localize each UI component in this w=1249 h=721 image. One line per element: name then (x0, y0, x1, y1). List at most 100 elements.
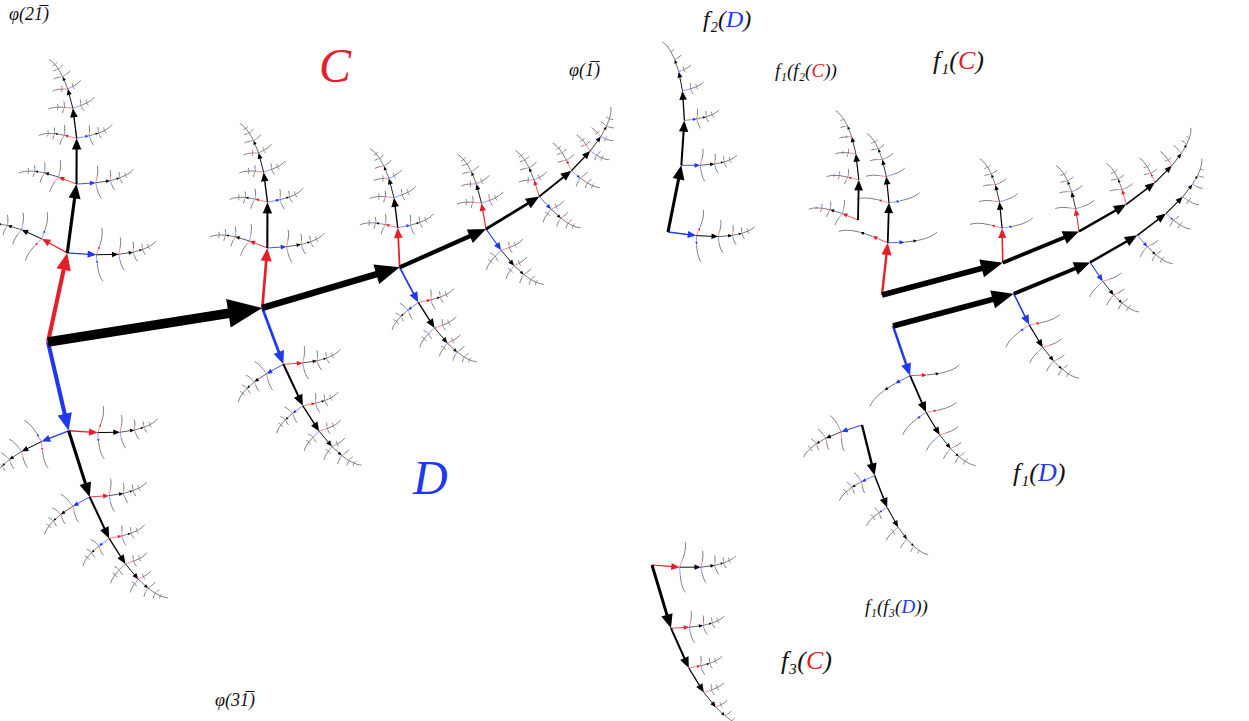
fractal-arrow (77, 520, 78, 522)
fractal-arrow (137, 437, 138, 439)
fractal-arrow (251, 227, 252, 230)
fractal-arrow (890, 154, 892, 155)
fractal-arrow (249, 170, 255, 171)
fractal-arrow (304, 253, 306, 254)
fractal-arrow (1068, 374, 1072, 376)
fractal-arrow (99, 546, 100, 550)
fractal-arrow (121, 572, 122, 574)
fractal-arrow (136, 261, 138, 262)
fractal-arrow (383, 199, 385, 201)
fractal-arrow (135, 579, 138, 583)
fractal-arrow (1169, 262, 1171, 264)
fractal-arrow (979, 201, 981, 203)
fractal-arrow (69, 431, 91, 432)
fractal-arrow (442, 348, 444, 351)
fractal-arrow (289, 197, 290, 199)
fractal-arrow (370, 148, 371, 150)
fractal-arrow (523, 259, 525, 261)
fractal-arrow (882, 267, 986, 295)
fractal-arrow (145, 430, 146, 432)
fractal-arrow (231, 245, 232, 246)
fractal-arrow (870, 405, 872, 407)
fractal-arrow (1151, 172, 1154, 174)
fractal-arrow (519, 263, 520, 264)
fractal-arrow (521, 156, 524, 161)
fractal-arrow (477, 165, 479, 167)
fractal-arrow (1162, 258, 1164, 259)
fractal-arrow (235, 226, 236, 227)
fractal-arrow (325, 398, 331, 401)
fractal-arrow (89, 129, 90, 132)
fractal-arrow (120, 432, 121, 438)
fractal-arrow (419, 218, 420, 220)
fractal-arrow (375, 196, 379, 197)
fractal-arrow (507, 273, 508, 275)
fractal-arrow (883, 145, 884, 146)
fractal-arrow (375, 220, 376, 223)
fractal-arrow (1160, 151, 1161, 153)
fractal-arrow (142, 484, 144, 486)
fractal-arrow (557, 154, 558, 156)
fractal-arrow (562, 151, 564, 153)
fractal-arrow (47, 135, 48, 136)
fractal-arrow (601, 129, 605, 137)
fractal-arrow (382, 175, 383, 176)
fractal-arrow (3, 468, 4, 470)
fractal-arrow (439, 353, 441, 355)
fractal-arrow (89, 134, 96, 136)
fractal-arrow (393, 173, 394, 174)
fractal-arrow (2, 454, 4, 455)
fractal-arrow (83, 563, 85, 565)
fractal-arrow (258, 200, 267, 202)
fractal-arrow (139, 486, 143, 488)
fractal-arrow (333, 357, 335, 358)
fractal-arrow (529, 283, 530, 284)
fractal-arrow (488, 194, 489, 195)
fractal-arrow (285, 420, 286, 422)
fractal-arrow (80, 100, 81, 101)
fractal-arrow (135, 256, 136, 259)
fractal-arrow (339, 421, 340, 422)
fractal-arrow (452, 288, 454, 290)
fractal-arrow (1057, 316, 1059, 317)
fractal-arrow (224, 238, 226, 240)
fractal-arrow (421, 225, 422, 227)
fractal-arrow (30, 245, 35, 250)
fractal-arrow (54, 69, 56, 71)
fractal-arrow (1051, 361, 1054, 365)
fractal-arrow (1076, 214, 1079, 231)
fractal-arrow (464, 157, 466, 159)
fractal-arrow (329, 395, 330, 396)
fractal-arrow (491, 203, 492, 205)
fractal-arrow (97, 127, 98, 128)
fractal-arrow (1135, 311, 1137, 313)
fractal-arrow (88, 550, 90, 551)
fractal-arrow (101, 417, 103, 424)
fractal-arrow (244, 142, 245, 144)
fractal-arrow (581, 146, 582, 148)
fractal-arrow (591, 187, 592, 188)
fractal-arrow (125, 173, 129, 175)
fractal-arrow (134, 428, 141, 430)
fractal-arrow (1132, 310, 1135, 311)
fractal-arrow (412, 229, 413, 232)
fractal-arrow (25, 257, 27, 259)
fractal-arrow (138, 579, 145, 586)
fractal-arrow (134, 423, 135, 426)
fractal-arrow (244, 134, 245, 136)
fractal-arrow (110, 125, 111, 126)
fractal-arrow (456, 337, 458, 339)
fractal-arrow (398, 236, 399, 267)
fractal-arrow (255, 195, 256, 199)
fractal-arrow (246, 141, 248, 143)
fractal-arrow (14, 238, 15, 241)
fractal-arrow (951, 449, 957, 455)
fractal-arrow (1068, 208, 1075, 209)
fractal-arrow (115, 570, 119, 575)
fractal-arrow (142, 245, 143, 247)
fractal-arrow (119, 173, 120, 175)
fractal-arrow (453, 359, 454, 360)
fractal-arrow (887, 156, 890, 158)
fractal-arrow (55, 523, 56, 525)
fractal-arrow (326, 449, 327, 451)
